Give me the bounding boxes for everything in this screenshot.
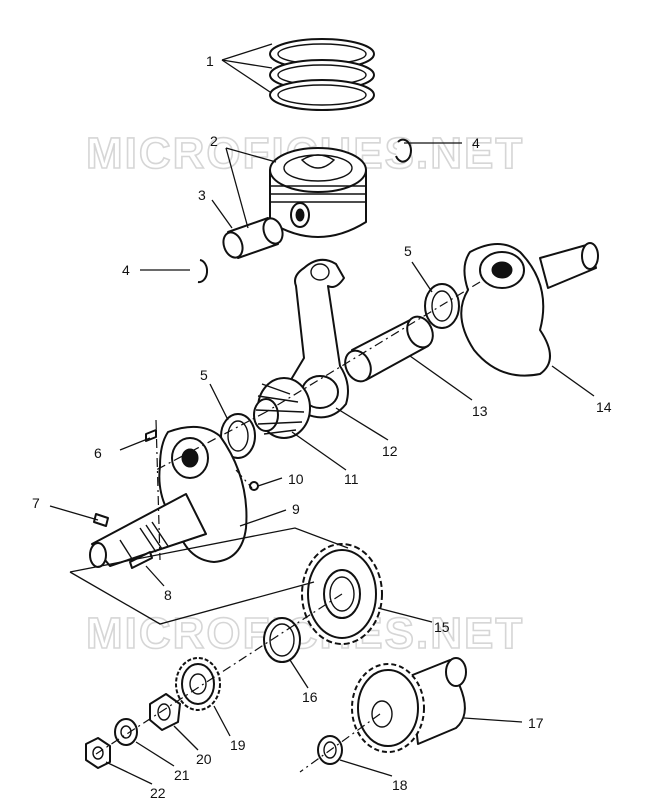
- callout-6: 6: [94, 445, 102, 461]
- callout-3: 3: [198, 187, 206, 203]
- callout-11: 11: [344, 471, 359, 487]
- piston-pin-part: [222, 217, 284, 259]
- callout-14: 14: [596, 399, 612, 415]
- castle-nut-part: [149, 693, 181, 731]
- piston-rings-part: [269, 38, 375, 111]
- callout-8: 8: [164, 587, 172, 603]
- callout-7: 7: [32, 495, 40, 511]
- crank-half-left-part: [89, 425, 248, 568]
- dowel-pin-part: [129, 551, 153, 569]
- callout-15: 15: [434, 619, 450, 635]
- watermark-bottom: MICROFICHES.NET: [86, 609, 524, 658]
- callout-4-top: 4: [472, 135, 480, 151]
- crank-half-right-part: [460, 242, 599, 377]
- assembly-center-lines: [69, 281, 481, 773]
- ball-part: [249, 481, 259, 491]
- callout-22: 22: [150, 785, 166, 800]
- timing-gear-part: [175, 657, 221, 711]
- callout-13: 13: [472, 403, 488, 419]
- callout-5-upper: 5: [404, 243, 412, 259]
- callout-16: 16: [302, 689, 318, 705]
- crank-pin-part: [344, 315, 434, 383]
- callout-numbers: 1 2 3 4 4 5 5 6 7 8 9 10 11 12 13 14 15 …: [32, 53, 612, 800]
- callout-10: 10: [288, 471, 304, 487]
- callout-4-left: 4: [122, 262, 130, 278]
- callout-5-lower: 5: [200, 367, 208, 383]
- piston-part: [269, 147, 367, 238]
- callout-20: 20: [196, 751, 212, 767]
- gear-washer-part: [263, 617, 301, 663]
- balance-shaft-part: [351, 657, 467, 753]
- callout-18: 18: [392, 777, 408, 793]
- leader-lines: [49, 43, 595, 785]
- circlip-left-part: [197, 259, 209, 284]
- needle-bearing-part: [253, 377, 311, 439]
- circlip-top-part: [395, 138, 412, 163]
- callout-17: 17: [528, 715, 544, 731]
- thrust-washer-upper-part: [424, 283, 460, 329]
- callout-19: 19: [230, 737, 246, 753]
- callout-9: 9: [292, 501, 300, 517]
- callout-12: 12: [382, 443, 398, 459]
- callout-1: 1: [206, 53, 214, 69]
- lock-washer-part: [114, 718, 138, 746]
- callout-2: 2: [210, 133, 218, 149]
- callout-21: 21: [174, 767, 190, 783]
